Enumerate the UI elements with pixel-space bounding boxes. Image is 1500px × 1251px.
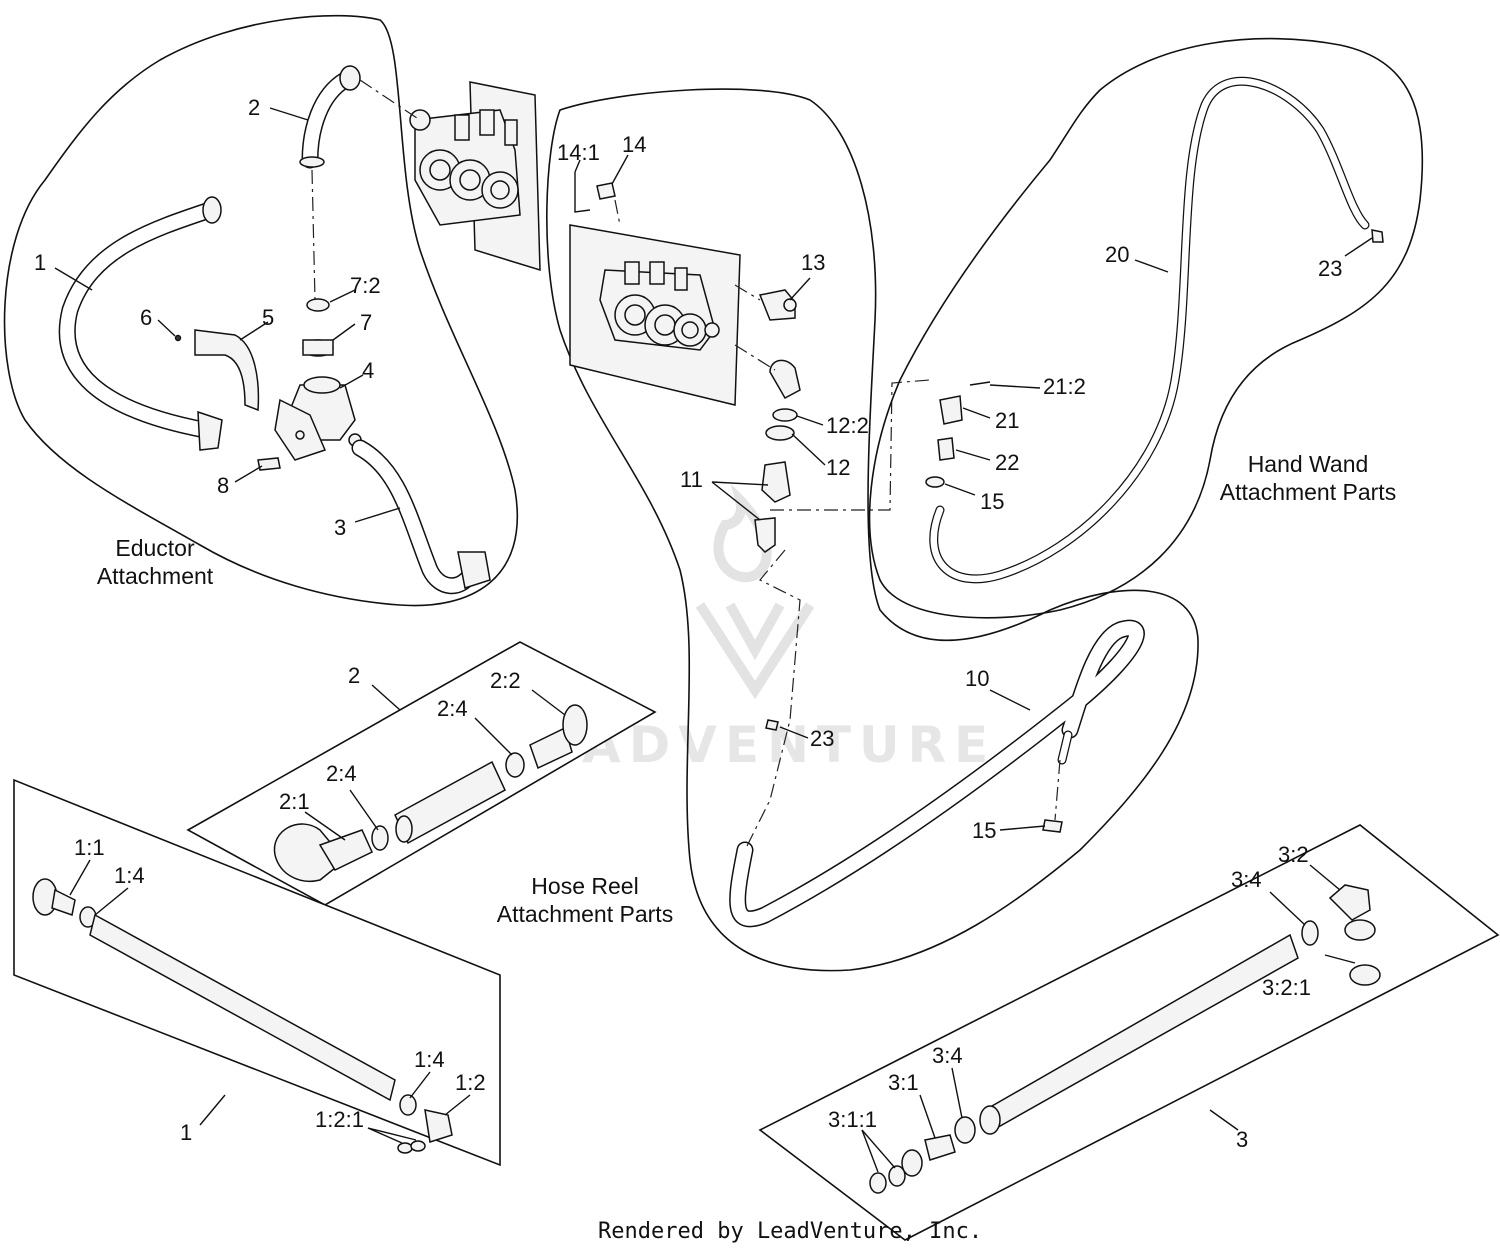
callout-hand-wand-20: 20 [1105, 242, 1129, 267]
callout-hose-reel-14: 14 [622, 132, 646, 157]
panel-1-exploded-view: 1:1 1:4 1:4 1:2 1:2:1 1 [13, 778, 501, 1167]
callout-hose-reel-23: 23 [810, 726, 834, 751]
callout-eductor-1: 1 [34, 250, 46, 275]
callout-panel3-3-2-1: 3:2:1 [1262, 975, 1311, 1000]
panel-1-outline [13, 778, 501, 1167]
panel-3-exploded-view: 3:2 3:4 3:2:1 3:4 3:1 3:1:1 3 [758, 824, 1500, 1241]
callout-hand-wand-22: 22 [995, 450, 1019, 475]
callout-panel3-3-1: 3:1 [888, 1070, 919, 1095]
callout-eductor-4: 4 [362, 358, 374, 383]
hand-wand-attachment-group: 20 23 21:2 21 22 15 Hand Wand Attachment… [868, 37, 1424, 619]
eductor-attachment-group: 2 1 6 5 7:2 7 4 8 3 Eductor Attachment [3, 14, 541, 607]
hose-reel-attachment-group: 14:1 14 13 12:2 12 11 23 10 15 Hose Reel… [497, 88, 1199, 972]
callout-eductor-5: 5 [262, 305, 274, 330]
callout-panel2-2-4-a: 2:4 [437, 696, 468, 721]
callout-panel1-1-2-1: 1:2:1 [315, 1107, 364, 1132]
callout-panel1-1-4-a: 1:4 [114, 863, 145, 888]
washer-7-2 [306, 298, 330, 312]
callout-hose-reel-13: 13 [801, 250, 825, 275]
callout-panel2-2-4-b: 2:4 [326, 761, 357, 786]
hand-wand-title-line2: Attachment Parts [1220, 479, 1396, 505]
callout-eductor-7: 7 [360, 310, 372, 335]
footer-credit: Rendered by LeadVenture, Inc. [598, 1219, 982, 1244]
callout-panel1-1: 1 [180, 1120, 192, 1145]
callout-hose-reel-14-1: 14:1 [557, 140, 600, 165]
callout-hand-wand-23: 23 [1318, 256, 1342, 281]
callout-eductor-3: 3 [334, 515, 346, 540]
callout-eductor-8: 8 [217, 473, 229, 498]
panel-2-exploded-view: 2 2:2 2:4 2:4 2:1 [186, 641, 657, 906]
callout-panel2-2: 2 [348, 663, 360, 688]
callout-hose-reel-11: 11 [680, 467, 703, 492]
hand-wand-outline [868, 37, 1424, 619]
clamp-15 [925, 476, 945, 488]
eductor-title-line1: Eductor [115, 535, 195, 561]
callout-panel3-3-4-a: 3:4 [1231, 867, 1262, 892]
coupler-21 [939, 395, 963, 425]
callout-hand-wand-15: 15 [980, 489, 1004, 514]
hose-reel-title-line2: Attachment Parts [497, 901, 673, 927]
callout-eductor-6: 6 [140, 305, 152, 330]
spring-22 [937, 437, 955, 461]
eductor-outline [3, 14, 519, 607]
callout-hose-reel-12-2: 12:2 [826, 413, 869, 438]
valve-manifold-hose-reel [569, 224, 741, 406]
callout-panel2-2-2: 2:2 [490, 668, 521, 693]
callout-hand-wand-21: 21 [995, 408, 1019, 433]
callout-panel1-1-2: 1:2 [455, 1070, 486, 1095]
callout-hose-reel-12: 12 [826, 455, 850, 480]
callout-eductor-2: 2 [248, 95, 260, 120]
callout-panel2-2-1: 2:1 [279, 789, 310, 814]
hose-reel-title-line1: Hose Reel [531, 873, 638, 899]
callout-hose-reel-10: 10 [965, 666, 989, 691]
callout-panel3-3-2: 3:2 [1278, 842, 1309, 867]
hand-wand-title-line1: Hand Wand [1248, 451, 1369, 477]
callout-panel3-3-1-1: 3:1:1 [828, 1107, 877, 1132]
callout-panel3-3: 3 [1236, 1127, 1248, 1152]
callout-panel1-1-1: 1:1 [74, 835, 105, 860]
callout-hand-wand-21-2: 21:2 [1043, 374, 1086, 399]
callout-panel3-3-4-b: 3:4 [932, 1043, 963, 1068]
callout-panel1-1-4-b: 1:4 [414, 1047, 445, 1072]
callout-eductor-7-2: 7:2 [350, 273, 381, 298]
hose-reel-outline [546, 88, 1199, 972]
valve-manifold-top [409, 81, 541, 272]
eductor-title-line2: Attachment [97, 563, 214, 589]
bracket-5 [194, 329, 260, 412]
callout-hose-reel-15: 15 [972, 818, 996, 843]
